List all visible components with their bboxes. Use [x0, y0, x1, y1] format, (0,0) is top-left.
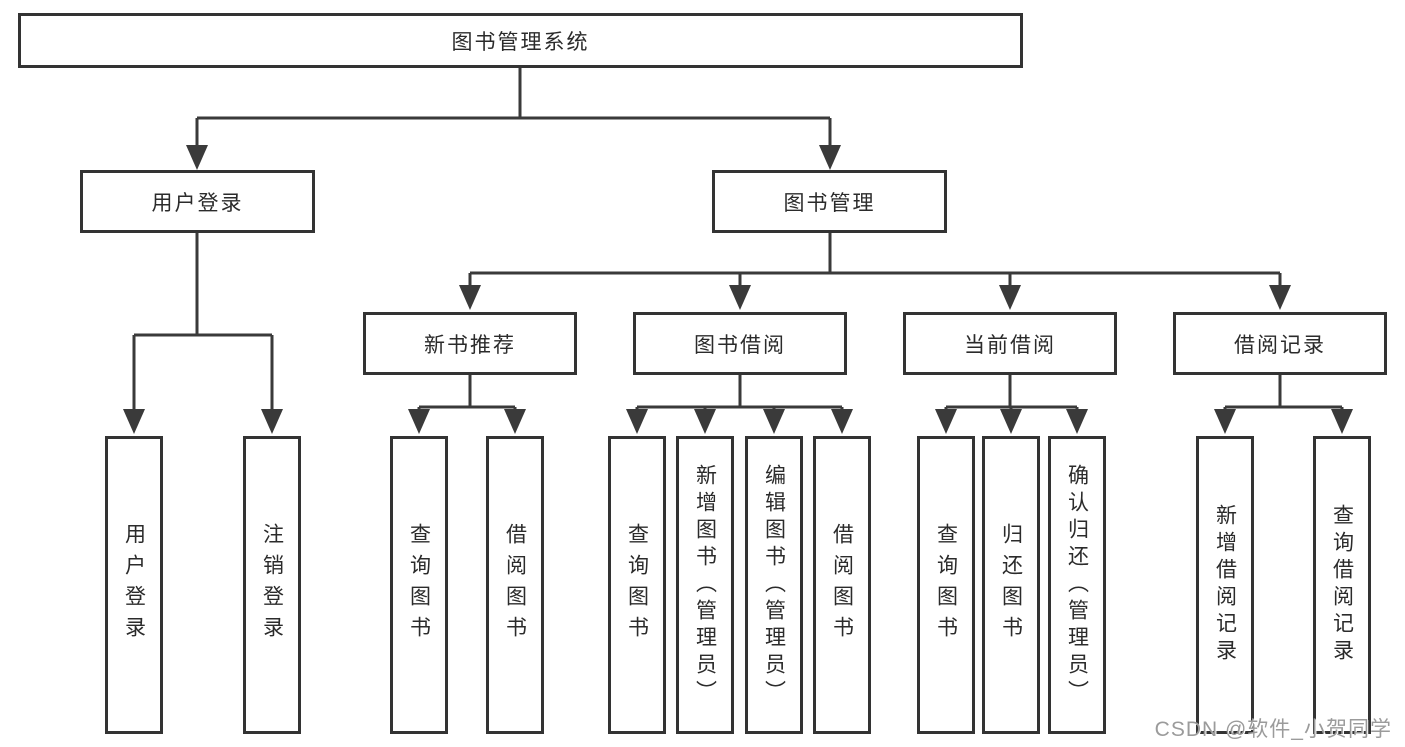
- leaf-user-login: 用户登录: [105, 436, 163, 734]
- arrowheads: [123, 145, 1353, 434]
- node-label: 图书管理: [783, 191, 876, 215]
- connector-userlogin-to-leaves: [132, 233, 274, 412]
- node-label: 图书借阅: [694, 333, 786, 357]
- node-label: 当前借阅: [964, 333, 1056, 357]
- node-label: 借阅图书: [503, 523, 527, 647]
- node-label: 查询图书: [934, 523, 958, 647]
- connector-recommend-to-leaves: [417, 375, 517, 414]
- node-book-borrowing: 图书借阅: [633, 312, 847, 375]
- csdn-watermark: CSDN @软件_小贺同学: [1154, 718, 1392, 741]
- leaf-logout: 注销登录: [243, 436, 301, 734]
- leaf-edit-book-admin: 编辑图书（管理员）: [745, 436, 803, 734]
- leaf-query-books-recommend: 查询图书: [390, 436, 448, 734]
- leaf-borrow-books-recommend: 借阅图书: [486, 436, 544, 734]
- leaf-query-books-current: 查询图书: [917, 436, 975, 734]
- connector-bookmgmt-to-level3: [468, 233, 1282, 288]
- node-label: 借阅记录: [1234, 333, 1326, 357]
- node-label: 确认归还（管理员）: [1065, 463, 1089, 707]
- connector-borrow-to-leaves: [635, 375, 844, 414]
- node-label: 用户登录: [151, 191, 244, 215]
- leaf-add-book-admin: 新增图书（管理员）: [676, 436, 734, 734]
- node-label: 查询图书: [625, 523, 649, 647]
- node-borrowing-records: 借阅记录: [1173, 312, 1387, 375]
- leaf-query-borrow-record: 查询借阅记录: [1313, 436, 1371, 734]
- leaf-return-book: 归还图书: [982, 436, 1040, 734]
- node-label: 注销登录: [260, 523, 284, 647]
- leaf-borrow-books: 借阅图书: [813, 436, 871, 734]
- node-label: 编辑图书（管理员）: [762, 463, 786, 707]
- connector-records-to-leaves: [1223, 375, 1344, 414]
- connector-current-to-leaves: [944, 375, 1079, 414]
- node-label: 新增借阅记录: [1213, 504, 1237, 666]
- leaf-add-borrow-record: 新增借阅记录: [1196, 436, 1254, 734]
- node-label: 新书推荐: [424, 333, 516, 357]
- node-label: 查询借阅记录: [1330, 504, 1354, 666]
- node-label: 查询图书: [407, 523, 431, 647]
- node-label: 图书管理系统: [451, 30, 590, 54]
- node-label: 新增图书（管理员）: [693, 463, 717, 707]
- node-current-borrowing: 当前借阅: [903, 312, 1117, 375]
- node-label: 用户登录: [122, 523, 146, 647]
- node-label: 借阅图书: [830, 523, 854, 647]
- node-new-book-recommend: 新书推荐: [363, 312, 577, 375]
- node-book-management: 图书管理: [712, 170, 947, 233]
- connector-root-to-level2: [195, 68, 832, 147]
- node-user-login: 用户登录: [80, 170, 315, 233]
- node-label: 归还图书: [999, 523, 1023, 647]
- leaf-confirm-return-admin: 确认归还（管理员）: [1048, 436, 1106, 734]
- leaf-query-books-borrow: 查询图书: [608, 436, 666, 734]
- node-library-system: 图书管理系统: [18, 13, 1023, 68]
